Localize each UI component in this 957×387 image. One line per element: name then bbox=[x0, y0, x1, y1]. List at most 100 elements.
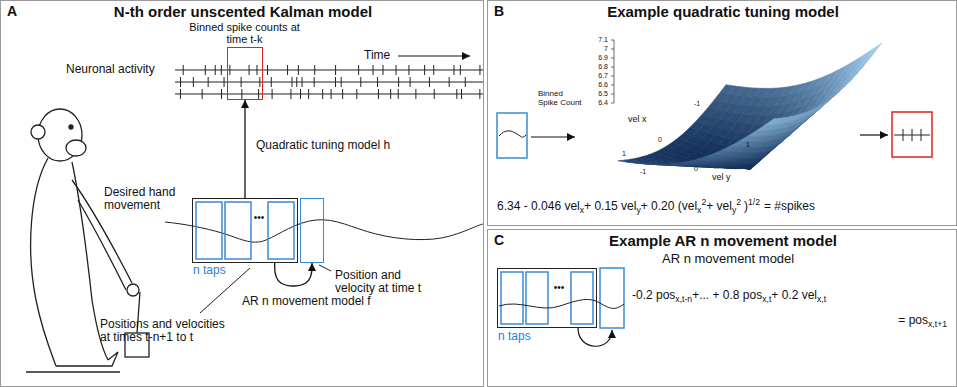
tick-label: 0 bbox=[694, 165, 698, 173]
text-holder: n taps bbox=[498, 330, 531, 343]
text-holder: Position and velocity at time t bbox=[335, 269, 439, 296]
equation-term: 6.34 - 0.046 vel bbox=[497, 200, 580, 213]
surface-patch bbox=[731, 141, 746, 146]
spike-tick bbox=[335, 77, 336, 87]
spike-tick bbox=[180, 89, 181, 99]
output-box bbox=[892, 112, 932, 157]
time-arrow bbox=[398, 55, 470, 56]
tick-label: -1 bbox=[694, 100, 700, 108]
panel: AN-th order unscented Kalman modelBinned… bbox=[0, 0, 484, 387]
tick-label: 6.7 bbox=[586, 72, 608, 80]
spike-count-box-label: Binned spike counts at time t-k bbox=[182, 21, 307, 46]
spike-tick bbox=[342, 89, 343, 99]
surface-patch bbox=[722, 146, 737, 151]
monkey-drawing bbox=[127, 284, 139, 296]
spike-tick bbox=[215, 65, 216, 75]
surface-patch bbox=[841, 72, 856, 86]
spike-tick bbox=[382, 65, 383, 75]
spike-tick bbox=[356, 89, 357, 99]
spike-tick bbox=[456, 89, 457, 99]
taps-box-label: n taps bbox=[193, 264, 226, 277]
annotation: Positions and velocities at times t-n+1 … bbox=[100, 318, 228, 345]
tap-boxes bbox=[501, 272, 523, 324]
text-holder: AR n movement model f bbox=[240, 295, 373, 308]
spike-tick bbox=[335, 65, 336, 75]
monkey-drawing bbox=[69, 125, 73, 129]
input-box bbox=[497, 113, 527, 158]
arrow-connector bbox=[244, 100, 245, 198]
spike-tick bbox=[415, 89, 416, 99]
spike-tick bbox=[390, 89, 391, 99]
state-box-label: Position and velocity at time t bbox=[335, 269, 439, 296]
spike-tick bbox=[272, 89, 273, 99]
spike-tick bbox=[378, 89, 379, 99]
text-holder: Quadratic tuning model h bbox=[254, 139, 392, 152]
surface-patch bbox=[757, 124, 772, 130]
spike-tick bbox=[424, 65, 425, 75]
equation-term: + 0.15 vel bbox=[584, 200, 636, 213]
text-holder: 7.1 bbox=[586, 36, 608, 44]
z-axis bbox=[614, 40, 615, 103]
axis-tick bbox=[611, 85, 614, 86]
text-holder: Time bbox=[364, 49, 390, 62]
equation-index: 2 bbox=[736, 198, 741, 208]
ellipsis: ••• bbox=[250, 212, 268, 223]
equation: -0.2 posx,t-n+... + 0.8 posx,t+ 0.2 velx… bbox=[632, 288, 826, 305]
spike-tick bbox=[267, 65, 268, 75]
spike-tick bbox=[259, 77, 260, 87]
arrow bbox=[578, 328, 612, 346]
spike-tick bbox=[429, 77, 430, 87]
text-holder: vel y bbox=[712, 172, 731, 182]
equation-term: +... + 0.8 pos bbox=[692, 289, 762, 302]
spike-tick bbox=[453, 65, 454, 75]
spike-tick bbox=[183, 65, 184, 75]
spike-tick bbox=[221, 89, 222, 99]
text-holder: n taps bbox=[193, 264, 226, 277]
spike-raster bbox=[175, 82, 483, 83]
equation-index: x bbox=[697, 206, 701, 216]
tick-label: 1 bbox=[622, 150, 626, 158]
spike-tick bbox=[221, 65, 222, 75]
text-holder: Neuronal activity bbox=[66, 63, 155, 76]
arrow bbox=[860, 134, 888, 135]
monkey-drawing bbox=[31, 158, 56, 366]
equation-term: = #spikes bbox=[764, 200, 815, 213]
axis-label: vel y bbox=[712, 172, 731, 182]
axis-tick bbox=[611, 40, 614, 41]
text-holder: vel x bbox=[628, 114, 647, 124]
tap-boxes bbox=[501, 268, 624, 328]
text-holder: 6.5 bbox=[586, 90, 608, 98]
text-holder: Binned Spike Count bbox=[538, 90, 584, 108]
equation-term: ) bbox=[744, 200, 748, 213]
state-box: Position and velocity at time t bbox=[300, 198, 324, 263]
axis-tick bbox=[611, 58, 614, 59]
equation-term: = pos bbox=[898, 314, 928, 327]
equation-index: y bbox=[636, 206, 640, 216]
text-holder: B bbox=[494, 4, 504, 20]
spike-tick bbox=[373, 65, 374, 75]
text-holder: 6.4 bbox=[586, 99, 608, 107]
surface-patch bbox=[867, 43, 882, 57]
output-box bbox=[903, 129, 904, 141]
arrow bbox=[531, 136, 575, 137]
spike-tick bbox=[224, 77, 225, 87]
monkey-drawing bbox=[31, 125, 45, 139]
monkey-drawing bbox=[66, 140, 86, 156]
panel-title: Example AR n movement model bbox=[518, 233, 928, 250]
text-holder: C bbox=[494, 233, 504, 249]
text-holder: AR n movement model bbox=[662, 252, 794, 267]
annotation: Desired hand movement bbox=[104, 186, 186, 213]
text-holder: A bbox=[7, 4, 17, 20]
tick-label: 7.1 bbox=[586, 36, 608, 44]
spike-tick bbox=[290, 89, 291, 99]
equation-index: x bbox=[580, 206, 584, 216]
spike-tick bbox=[202, 89, 203, 99]
arrow-connector bbox=[275, 263, 312, 286]
text-holder: 1 bbox=[622, 150, 626, 158]
text-holder: 6.6 bbox=[586, 81, 608, 89]
spike-tick bbox=[205, 65, 206, 75]
text-holder: 0 bbox=[658, 136, 662, 144]
axis-tick bbox=[611, 49, 614, 50]
axis-tick bbox=[611, 76, 614, 77]
